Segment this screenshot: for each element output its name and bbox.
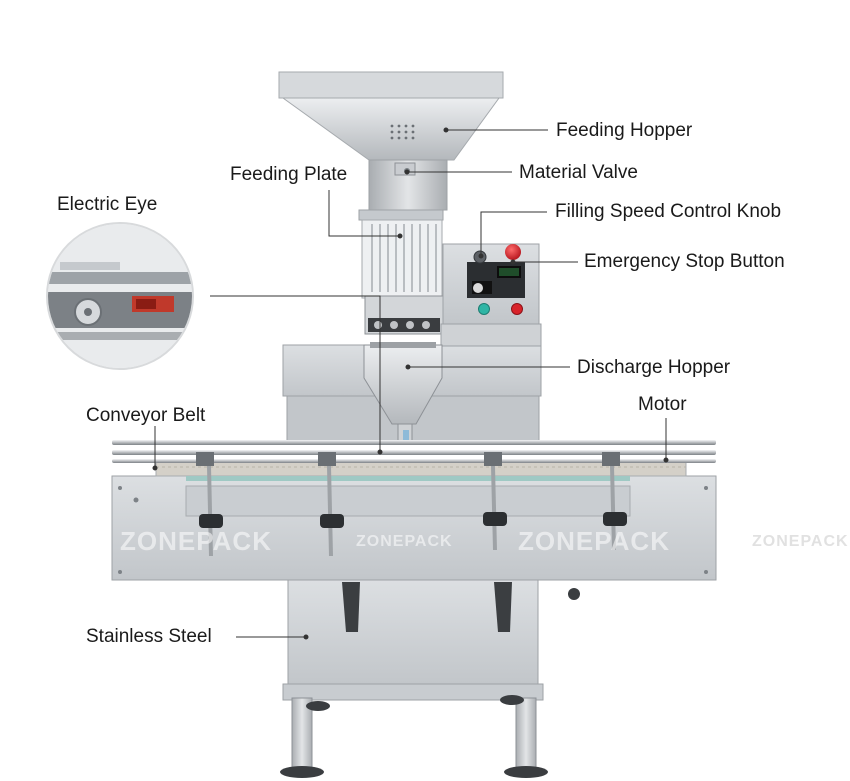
label-material-valve: Material Valve: [519, 162, 638, 183]
label-filling-speed-knob: Filling Speed Control Knob: [555, 201, 782, 222]
control-box: [442, 243, 540, 325]
leader-electric-eye: [210, 295, 381, 452]
feeding-hopper: [278, 71, 504, 161]
stainless-steel-cabinet: [280, 579, 580, 778]
label-feeding-plate: Feeding Plate: [230, 164, 348, 185]
label-motor: Motor: [638, 394, 687, 415]
label-feeding-hopper: Feeding Hopper: [556, 120, 693, 141]
label-electric-eye: Electric Eye: [57, 194, 158, 215]
conveyor: [111, 440, 717, 581]
watermark-zonepack-2: ZONEPACK: [356, 533, 453, 550]
electric-eye-inset: [46, 222, 194, 370]
watermark-zonepack-4: ZONEPACK: [752, 533, 849, 550]
label-conveyor-belt: Conveyor Belt: [86, 405, 206, 426]
watermark-zonepack-1: ZONEPACK: [120, 526, 272, 556]
material-valve: [368, 159, 448, 211]
label-stainless-steel: Stainless Steel: [86, 626, 212, 647]
discharge-hopper: [363, 342, 443, 444]
leader-feeding-plate: [328, 190, 400, 237]
feeding-plate: [358, 209, 444, 335]
leader-lines: [152, 127, 669, 640]
watermark-zonepack-3: ZONEPACK: [518, 526, 670, 556]
label-discharge-hopper: Discharge Hopper: [577, 357, 731, 378]
label-emergency-stop: Emergency Stop Button: [584, 251, 785, 272]
leader-speed-knob: [480, 211, 547, 256]
